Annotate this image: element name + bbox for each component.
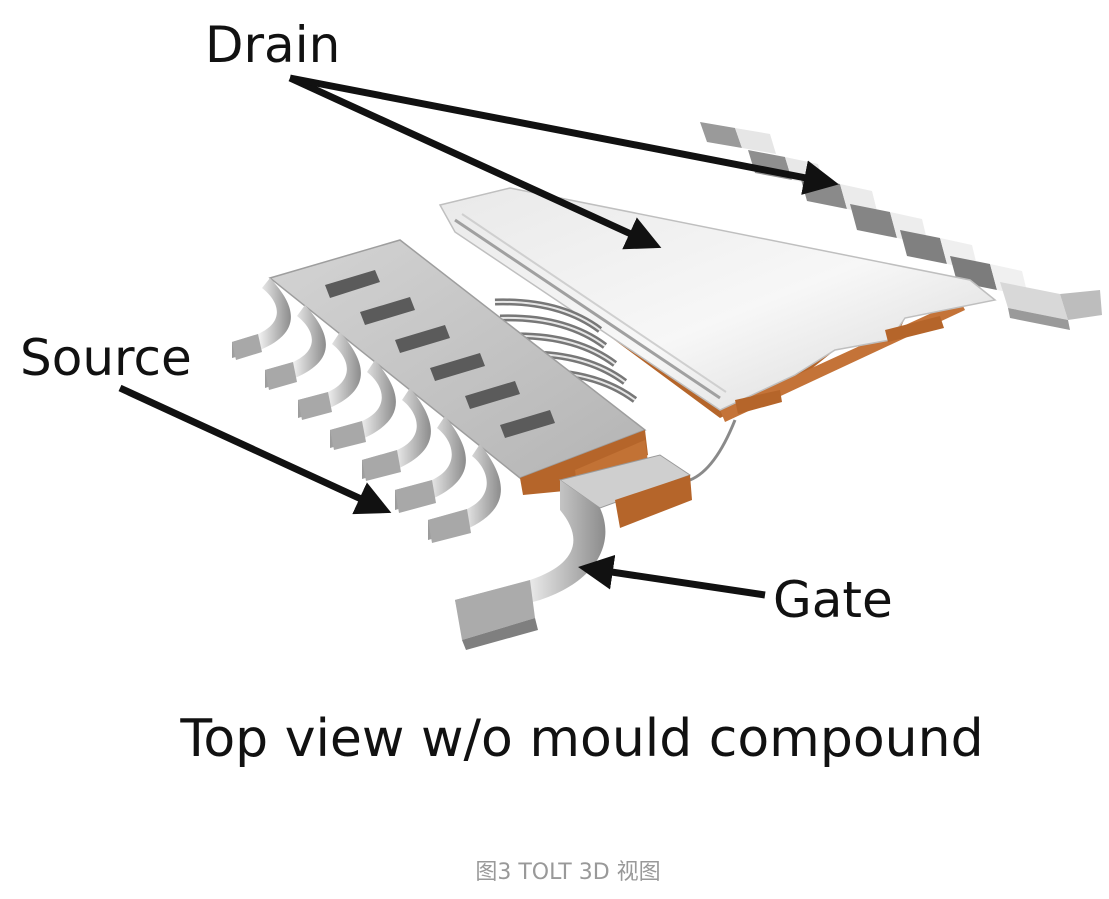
source-lead xyxy=(298,332,361,420)
gate-label: Gate xyxy=(773,571,893,629)
drain-lead xyxy=(700,122,776,154)
source-label: Source xyxy=(20,329,192,387)
figure-caption-main: Top view w/o mould compound xyxy=(179,709,983,769)
drain-arrow-leads xyxy=(289,74,839,195)
source-lead xyxy=(428,444,501,543)
drain-pad xyxy=(438,187,997,422)
source-lead xyxy=(330,360,396,450)
source-lead xyxy=(265,305,326,390)
figure-caption-number: 图3 TOLT 3D 视图 xyxy=(475,860,660,885)
gate-lead xyxy=(455,454,692,650)
drain-label: Drain xyxy=(205,16,340,74)
source-lead xyxy=(395,416,466,513)
drain-lead-end xyxy=(1000,282,1102,330)
source-lead xyxy=(232,278,291,360)
source-arrow xyxy=(118,384,392,515)
source-leads xyxy=(232,278,501,543)
source-lead xyxy=(362,388,431,481)
drain-arrow-pad xyxy=(288,74,662,250)
arrows xyxy=(118,74,839,599)
gate-arrow xyxy=(578,554,766,599)
